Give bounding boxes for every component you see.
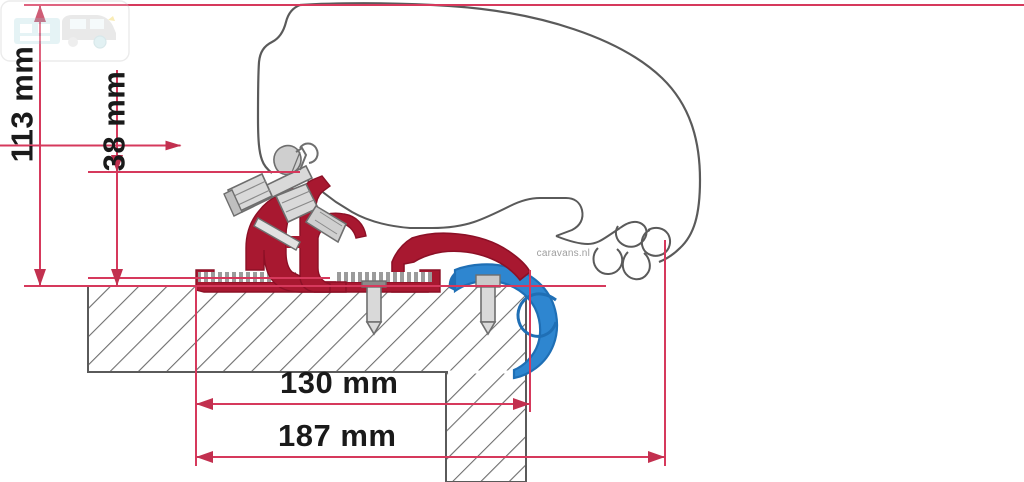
dimension-label-130mm: 130 mm xyxy=(280,365,399,400)
dimension-label-38mm: 38 mm xyxy=(96,70,132,172)
watermark-text: caravans.nl xyxy=(536,248,590,259)
bolt-assembly xyxy=(223,142,348,251)
dimension-lines xyxy=(0,4,1024,466)
roof-panel-section xyxy=(87,285,527,482)
dimension-label-187mm: 187 mm xyxy=(278,418,397,453)
dimension-label-113mm: 113 mm xyxy=(4,45,40,163)
